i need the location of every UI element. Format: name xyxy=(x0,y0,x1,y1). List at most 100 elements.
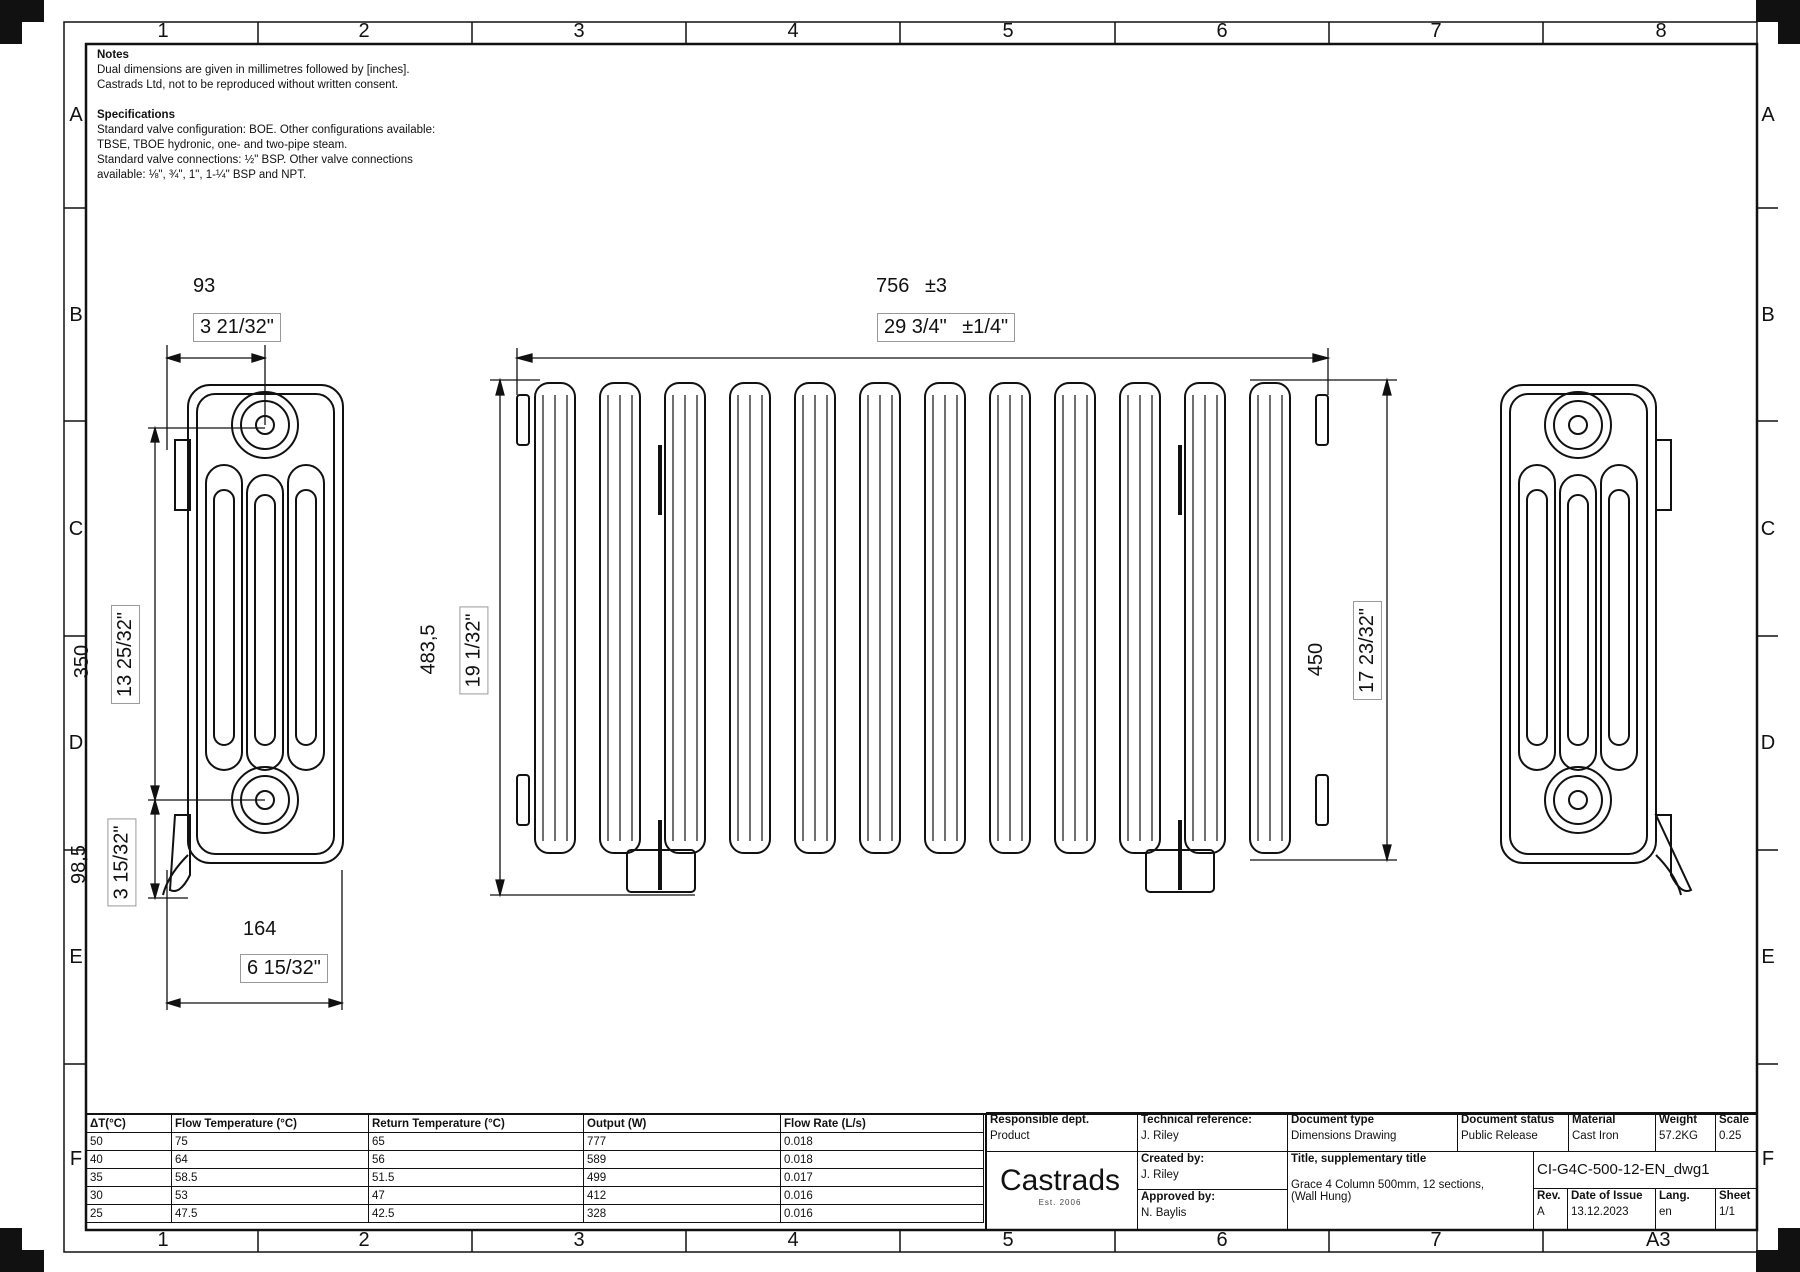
zone-col-3: 3 xyxy=(573,20,585,42)
zone-col-7: 7 xyxy=(1430,20,1442,42)
scale-cell: Scale 0.25 xyxy=(1715,1112,1757,1152)
dim-centres-in: 13 25/32" xyxy=(110,605,140,704)
zone-col-4: 4 xyxy=(787,20,799,42)
header-flow-temp: Flow Temperature (°C) xyxy=(171,1114,369,1133)
dim-body-mm: 450 xyxy=(1305,642,1328,677)
performance-table: ΔT(°C) Flow Temperature (°C) Return Temp… xyxy=(86,1114,984,1223)
radiator-section xyxy=(534,382,576,854)
zone-col-1: 1 xyxy=(157,20,169,42)
zone-col-2-bottom: 2 xyxy=(358,1229,370,1251)
dim-height-mm: 483,5 xyxy=(417,624,440,675)
sheet-size-label: A3 xyxy=(1646,1229,1671,1251)
cell: 53 xyxy=(171,1186,369,1205)
zone-col-8: 8 xyxy=(1655,20,1667,42)
cell: 56 xyxy=(368,1150,584,1169)
cell: 47 xyxy=(368,1186,584,1205)
sheet-label: Sheet xyxy=(1719,1190,1751,1202)
responsible-dept-cell: Responsible dept. Product xyxy=(986,1112,1138,1152)
dim-width-mm: 756 ±3 xyxy=(876,275,947,298)
radiator-section xyxy=(1184,382,1226,854)
table-row: 35 58.5 51.5 499 0.017 xyxy=(86,1168,984,1187)
date-cell: Date of Issue 13.12.2023 xyxy=(1567,1188,1656,1230)
spec-line-2: TBSE, TBOE hydronic, one- and two-pipe s… xyxy=(97,139,348,151)
zone-col-5-bottom: 5 xyxy=(1002,1229,1014,1251)
doc-status-value: Public Release xyxy=(1461,1130,1538,1142)
castrads-logo: Castrads Est. 2006 xyxy=(990,1164,1130,1207)
dim-width-mm-value: 756 xyxy=(876,275,910,297)
sheet-cell: Sheet 1/1 xyxy=(1715,1188,1757,1230)
cell: 75 xyxy=(171,1132,369,1151)
dim-width-in: 29 3/4" ±1/4" xyxy=(877,313,1016,342)
zone-col-4-bottom: 4 xyxy=(787,1229,799,1251)
doc-type-value: Dimensions Drawing xyxy=(1291,1130,1397,1142)
scale-label: Scale xyxy=(1719,1114,1750,1126)
radiator-section xyxy=(1119,382,1161,854)
cell: 64 xyxy=(171,1150,369,1169)
zone-row-c: C xyxy=(68,518,84,540)
dim-body-in: 17 23/32" xyxy=(1352,601,1382,700)
cell: 65 xyxy=(368,1132,584,1151)
weight-cell: Weight 57.2KG xyxy=(1655,1112,1716,1152)
radiator-section xyxy=(924,382,966,854)
dim-centres-mm: 350 xyxy=(71,644,94,679)
date-label: Date of Issue xyxy=(1571,1190,1643,1202)
spec-line-3: Standard valve connections: ½" BSP. Othe… xyxy=(97,154,413,166)
notes-block: Notes Dual dimensions are given in milli… xyxy=(97,48,435,183)
approved-by-value: N. Baylis xyxy=(1141,1207,1187,1219)
weight-label: Weight xyxy=(1659,1114,1698,1126)
created-by-label: Created by: xyxy=(1141,1153,1205,1165)
cell: 51.5 xyxy=(368,1168,584,1187)
doc-status-label: Document status xyxy=(1461,1114,1555,1126)
title-cell: Title, supplementary title Grace 4 Colum… xyxy=(1287,1151,1534,1230)
scale-value: 0.25 xyxy=(1719,1130,1742,1142)
dim-depth-top-in: 3 21/32" xyxy=(193,313,281,342)
rev-label: Rev. xyxy=(1537,1190,1561,1202)
zone-row-d: D xyxy=(68,732,84,754)
dim-depth-mm: 164 xyxy=(243,918,277,940)
header-flow-rate: Flow Rate (L/s) xyxy=(780,1114,984,1133)
cell: 412 xyxy=(583,1186,781,1205)
rev-cell: Rev. A xyxy=(1533,1188,1568,1230)
zone-col-6-bottom: 6 xyxy=(1216,1229,1228,1251)
radiator-section xyxy=(989,382,1031,854)
zone-row-b-right: B xyxy=(1761,304,1775,326)
table-row: 25 47.5 42.5 328 0.016 xyxy=(86,1204,984,1223)
doc-number-cell: CI-G4C-500-12-EN_dwg1 xyxy=(1533,1151,1757,1189)
doc-status-cell: Document status Public Release xyxy=(1457,1112,1569,1152)
zone-col-3-bottom: 3 xyxy=(573,1229,585,1251)
dim-width-in-value: 29 3/4" xyxy=(884,316,947,338)
sheet-value: 1/1 xyxy=(1719,1206,1735,1218)
zone-col-6: 6 xyxy=(1216,20,1228,42)
cell: 328 xyxy=(583,1204,781,1223)
responsible-dept-label: Responsible dept. xyxy=(990,1114,1090,1126)
table-header-row: ΔT(°C) Flow Temperature (°C) Return Temp… xyxy=(86,1114,984,1133)
dim-floor-in: 3 15/32" xyxy=(107,818,137,907)
cell: 40 xyxy=(86,1150,172,1169)
tech-ref-cell: Technical reference: J. Riley xyxy=(1137,1112,1288,1152)
radiator-section xyxy=(729,382,771,854)
zone-row-e: E xyxy=(69,946,83,968)
cell: 0.017 xyxy=(780,1168,984,1187)
table-row: 30 53 47 412 0.016 xyxy=(86,1186,984,1205)
lang-value: en xyxy=(1659,1206,1672,1218)
approved-by-label: Approved by: xyxy=(1141,1191,1216,1203)
spec-line-1: Standard valve configuration: BOE. Other… xyxy=(97,124,436,136)
zone-row-c-right: C xyxy=(1760,518,1776,540)
tech-ref-value: J. Riley xyxy=(1141,1130,1179,1142)
header-output: Output (W) xyxy=(583,1114,781,1133)
spec-line-4: available: ⅛", ¾", 1", 1-¼" BSP and NPT. xyxy=(97,169,307,181)
created-by-value: J. Riley xyxy=(1141,1169,1179,1181)
zone-row-a: A xyxy=(69,104,83,126)
dim-height-in: 19 1/32" xyxy=(459,606,489,695)
dim-depth-top-mm: 93 xyxy=(193,275,216,297)
dim-depth-in: 6 15/32" xyxy=(240,954,328,983)
dim-width-tolerance-in: ±1/4" xyxy=(962,316,1009,338)
zone-col-5: 5 xyxy=(1002,20,1014,42)
dim-floor-mm: 98,5 xyxy=(67,845,90,884)
header-delta-t: ΔT(°C) xyxy=(86,1114,172,1133)
zone-row-e-right: E xyxy=(1761,946,1775,968)
lang-cell: Lang. en xyxy=(1655,1188,1716,1230)
radiator-section xyxy=(664,382,706,854)
cell: 0.016 xyxy=(780,1186,984,1205)
